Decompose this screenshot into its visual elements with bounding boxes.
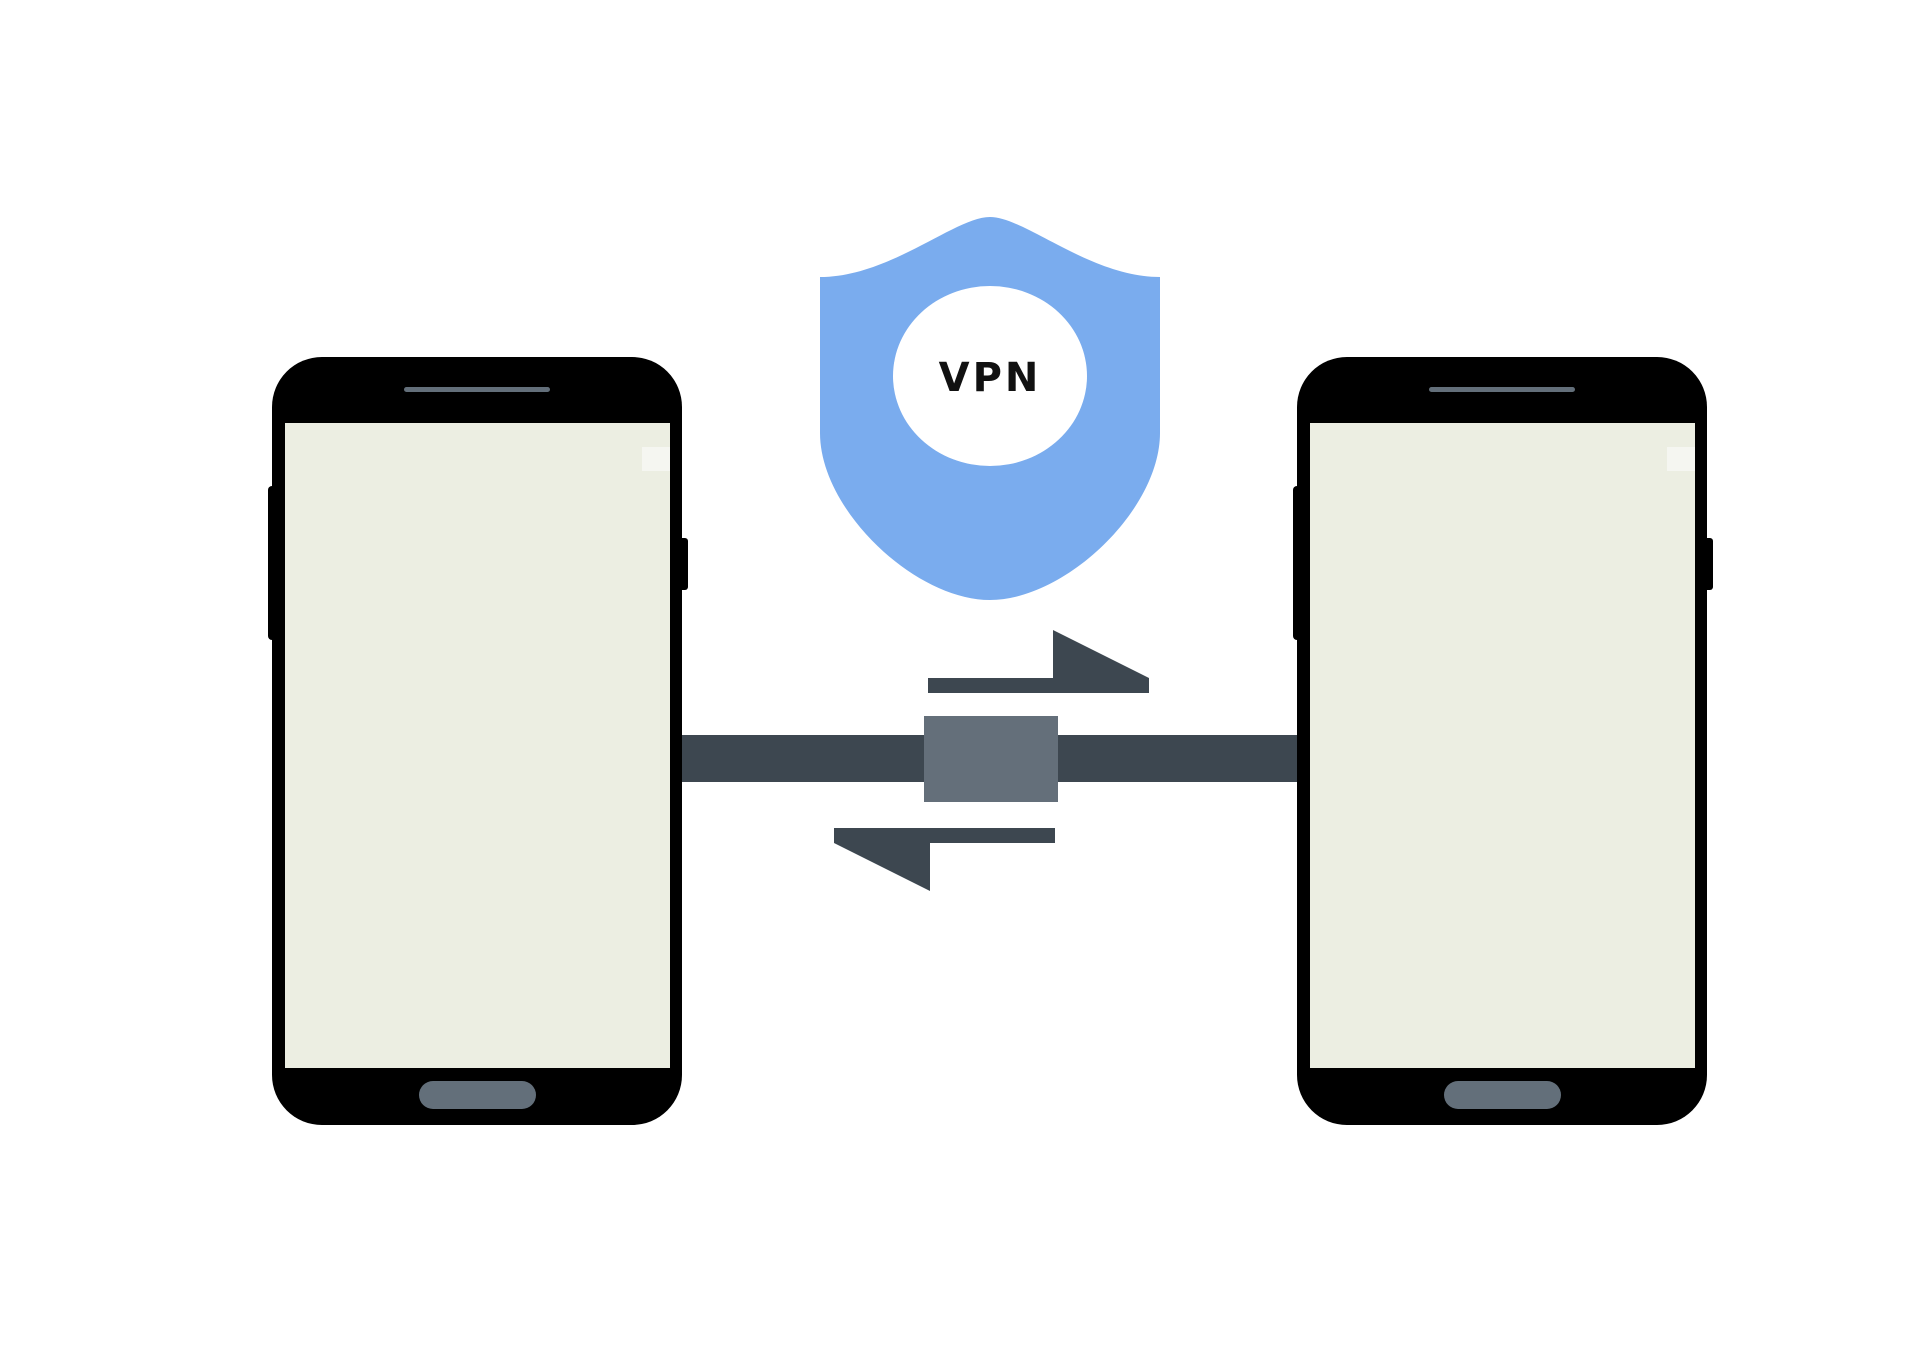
- phone-left: [268, 357, 688, 1125]
- shield-badge: [893, 286, 1087, 466]
- smartphone-icon: [1293, 357, 1713, 1125]
- shield-icon: VPN: [820, 217, 1160, 600]
- phone-right-speaker: [1429, 387, 1575, 392]
- phone-right-home-button: [1444, 1081, 1561, 1109]
- connector-icon: [924, 716, 1058, 802]
- vpn-label: VPN: [939, 355, 1042, 401]
- arrow-right-icon: [928, 630, 1149, 693]
- phone-left-screen: [285, 423, 670, 1068]
- phone-left-home-button: [419, 1081, 536, 1109]
- phone-right: [1293, 357, 1713, 1125]
- arrow-left-icon: [834, 828, 1055, 891]
- phone-right-screen: [1310, 423, 1695, 1068]
- smartphone-icon: [268, 357, 688, 1125]
- phone-left-speaker: [404, 387, 550, 392]
